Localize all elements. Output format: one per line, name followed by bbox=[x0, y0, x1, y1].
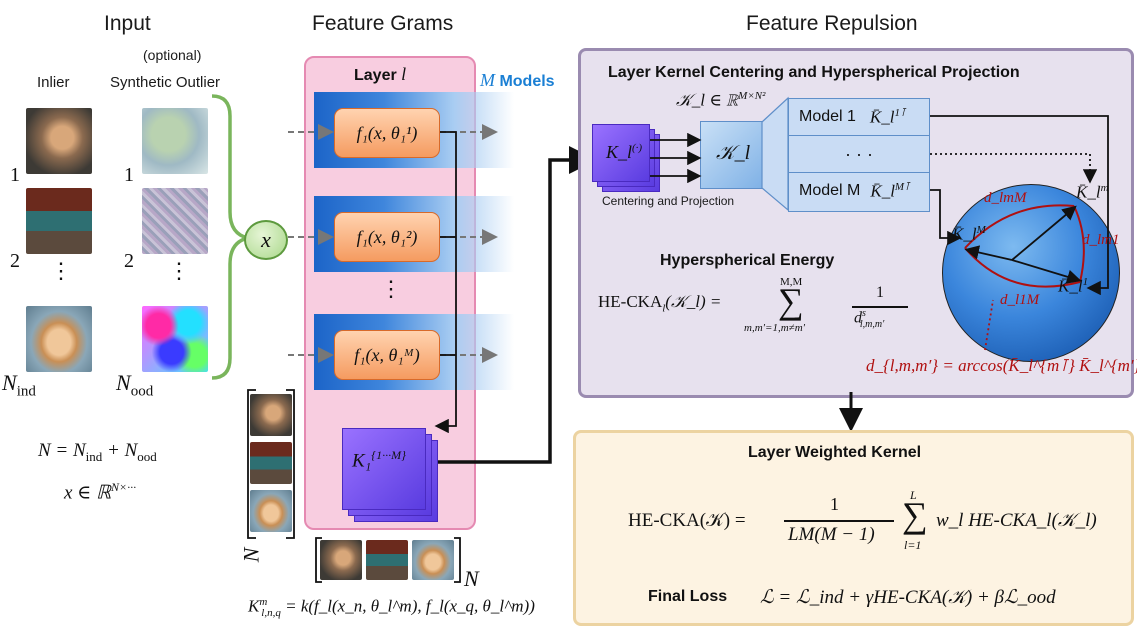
arccos-equation: d_{l,m,m′} = arccos(K̄_l^{m⊺} K̄_l^{m′}) bbox=[866, 356, 1137, 375]
inlier-image-dog bbox=[26, 306, 92, 372]
bottom-image-dog bbox=[412, 540, 454, 580]
final-loss-label: Final Loss bbox=[648, 588, 728, 605]
feature-extractor-1: f₁(x, θ₁¹) bbox=[334, 108, 440, 158]
x-domain-equation: x ∈ ℝN×··· bbox=[64, 480, 137, 504]
bottom-image-car bbox=[366, 540, 408, 580]
he-cka-num: 1 bbox=[830, 494, 839, 514]
he-cka-layer-lhs: HE-CKAl(𝒦_l) = bbox=[598, 292, 722, 315]
outlier-image-2 bbox=[142, 188, 208, 254]
bottom-n-label: N bbox=[464, 566, 479, 591]
model-table: Model 1 K̄_l1⊺ · · · Model M K̄_lM⊺ bbox=[788, 98, 930, 212]
sphere-k-M: K̄_lM bbox=[952, 224, 986, 244]
he-frac-bar bbox=[852, 306, 908, 308]
kernel-stack-label: K₁{1···M} bbox=[352, 448, 406, 472]
inlier-image-cat bbox=[26, 108, 92, 174]
models-label: M Models bbox=[480, 70, 555, 90]
kcal-box-label: 𝒦_l bbox=[716, 142, 751, 164]
d-lm1-label: d_lm1 bbox=[1082, 232, 1120, 248]
n-equation: N = Nind + Nood bbox=[38, 440, 157, 464]
inlier-image-car bbox=[26, 188, 92, 254]
he-cka-sum-sign: ∑ bbox=[902, 495, 928, 535]
centering-label: Centering and Projection bbox=[602, 194, 735, 208]
outlier-index-1: 1 bbox=[124, 164, 134, 186]
x-node: x bbox=[244, 220, 288, 260]
energy-title: Hyperspherical Energy bbox=[660, 252, 835, 269]
feature-grams-header: Feature Grams bbox=[312, 12, 454, 35]
kcal-definition: 𝒦_l ∈ ℝM×N² bbox=[676, 90, 766, 110]
extractor-vdots: ⋮ bbox=[380, 276, 402, 301]
kernel-equation: Kml,n,q = k(f_l(x_n, θ_l^m), f_l(x_q, θ_… bbox=[248, 596, 535, 620]
optional-label: (optional) bbox=[143, 47, 202, 63]
outlier-vdots: ⋮ bbox=[168, 258, 190, 283]
model-row-m: Model M K̄_lM⊺ bbox=[799, 181, 910, 201]
he-cka-rhs: w_l HE-CKA_l(𝒦_l) bbox=[936, 510, 1097, 531]
inlier-index-1: 1 bbox=[10, 164, 20, 186]
kernel-stack bbox=[342, 428, 426, 510]
synthetic-outlier-label: Synthetic Outlier bbox=[110, 74, 221, 91]
inlier-vdots: ⋮ bbox=[50, 258, 72, 283]
weighted-kernel-title: Layer Weighted Kernel bbox=[748, 444, 922, 461]
bottom-image-cat bbox=[320, 540, 362, 580]
n-ind-label: Nind bbox=[2, 370, 36, 400]
kl-stack-label: K_l(·) bbox=[606, 142, 643, 162]
feature-extractor-2: f₁(x, θ₁²) bbox=[334, 212, 440, 262]
he-cka-sum-bottom: l=1 bbox=[904, 538, 922, 552]
he-cka-den: LM(M − 1) bbox=[788, 524, 875, 545]
sphere-k-1: K̄_l1 bbox=[1058, 276, 1089, 296]
outlier-image-1 bbox=[142, 108, 208, 174]
he-frac-num: 1 bbox=[876, 284, 884, 301]
kl-stack bbox=[592, 124, 650, 182]
model-row-1: Model 1 K̄_l1⊺ bbox=[789, 99, 929, 136]
inlier-label: Inlier bbox=[37, 74, 70, 91]
d-l1M-label: d_l1M bbox=[1000, 292, 1040, 308]
model-row-dots: · · · bbox=[789, 136, 929, 173]
inlier-index-2: 2 bbox=[10, 250, 20, 272]
n-ood-label: Nood bbox=[116, 370, 154, 400]
outlier-index-2: 2 bbox=[124, 250, 134, 272]
he-sum-top: M,M bbox=[780, 276, 803, 288]
repulsion-panel-title: Layer Kernel Centering and Hyperspherica… bbox=[608, 64, 1020, 81]
final-loss-equation: ℒ = ℒ_ind + γHE-CKA(𝒦) + βℒ_ood bbox=[760, 587, 1056, 608]
hypersphere bbox=[942, 184, 1120, 362]
feature-repulsion-header: Feature Repulsion bbox=[746, 12, 918, 35]
he-frac-den: dsl,m,m′ bbox=[854, 308, 885, 330]
layer-label: Layer l bbox=[354, 64, 407, 84]
side-image-car bbox=[250, 442, 292, 484]
he-sum-sign: ∑ bbox=[778, 281, 804, 321]
he-cka-lhs: HE-CKA(𝒦) = bbox=[628, 510, 746, 531]
he-cka-frac-bar bbox=[784, 520, 894, 522]
side-image-dog bbox=[250, 490, 292, 532]
side-image-cat bbox=[250, 394, 292, 436]
he-sum-bottom: m,m′=1,m≠m′ bbox=[744, 322, 806, 334]
sphere-k-m: K̄_lm bbox=[1076, 182, 1109, 202]
d-lmM-label: d_lmM bbox=[984, 190, 1027, 206]
kcal-box bbox=[700, 121, 764, 189]
he-cka-sum-top: L bbox=[910, 488, 917, 502]
outlier-image-3 bbox=[142, 306, 208, 372]
input-header: Input bbox=[104, 12, 151, 35]
feature-extractor-m: f₁(x, θ₁ᴹ) bbox=[334, 330, 440, 380]
weighted-kernel-panel bbox=[573, 430, 1134, 626]
